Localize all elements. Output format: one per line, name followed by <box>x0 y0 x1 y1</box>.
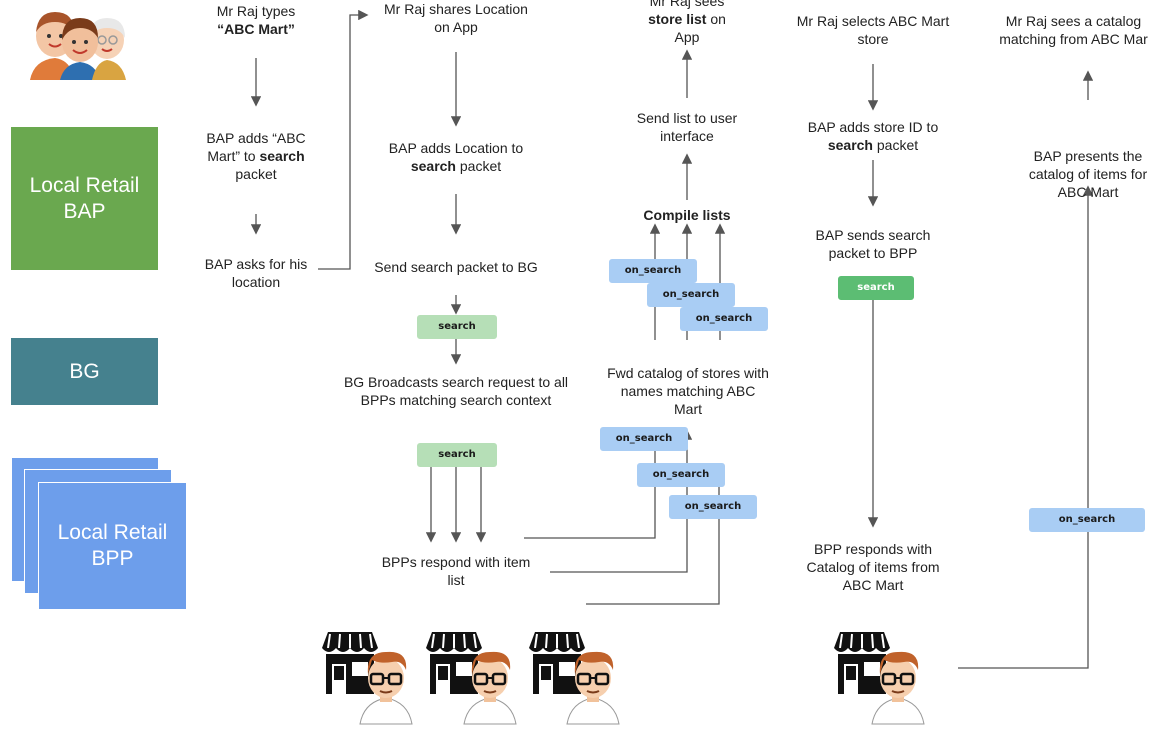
shopkeeper-icon <box>462 650 518 726</box>
lane-bg: BG <box>11 338 158 405</box>
step-compile-lists: Compile lists <box>643 207 731 223</box>
step-bg-broadcast: BG Broadcasts search request to all BPPs… <box>343 374 569 408</box>
on-search-pill-5: on_search <box>637 463 725 487</box>
step-raj-selects-store: Mr Raj selects ABC Mart store <box>796 13 950 47</box>
search-pill-3: search <box>838 276 914 300</box>
step-bap-adds-location: BAP adds Location to search packet <box>388 140 524 174</box>
step-bpps-respond: BPPs respond with item list <box>381 554 531 588</box>
shopkeeper-icon <box>565 650 621 726</box>
step-bap-sends-to-bpp: BAP sends search packet to BPP <box>815 227 931 261</box>
step-raj-sees-catalog: Mr Raj sees a catalog matching from ABC … <box>999 13 1148 47</box>
on-search-pill-1: on_search <box>609 259 697 283</box>
step-send-to-bg: Send search packet to BG <box>374 259 538 275</box>
step-bap-asks-location: BAP asks for his location <box>204 256 308 290</box>
step-fwd-catalog: Fwd catalog of stores with names matchin… <box>607 365 769 417</box>
search-pill-2: search <box>417 443 497 467</box>
shopkeeper-icon <box>870 650 926 726</box>
step-bap-presents-catalog: BAP presents the catalog of items for AB… <box>1028 148 1148 200</box>
step-raj-types: Mr Raj types“ABC Mart” <box>216 3 296 37</box>
on-search-pill-4: on_search <box>600 427 688 451</box>
on-search-pill-7: on_search <box>1029 508 1145 532</box>
step-send-list-ui: Send list to user interface <box>636 110 738 144</box>
step-raj-shares-location: Mr Raj shares Location on App <box>384 1 528 35</box>
on-search-pill-6: on_search <box>669 495 757 519</box>
on-search-pill-3: on_search <box>680 307 768 331</box>
lane-bpp: Local Retail BPP <box>38 482 187 610</box>
family-icon <box>30 12 126 80</box>
step-bpp-responds-catalog: BPP responds with Catalog of items from … <box>806 541 940 593</box>
search-pill-1: search <box>417 315 497 339</box>
step-bap-adds-store-id: BAP adds store ID to search packet <box>807 119 939 153</box>
lane-bap: Local Retail BAP <box>11 127 158 270</box>
shopkeeper-icon <box>358 650 414 726</box>
step-bap-adds-abc: BAP adds “ABC Mart” to search packet <box>206 130 306 182</box>
on-search-pill-2: on_search <box>647 283 735 307</box>
